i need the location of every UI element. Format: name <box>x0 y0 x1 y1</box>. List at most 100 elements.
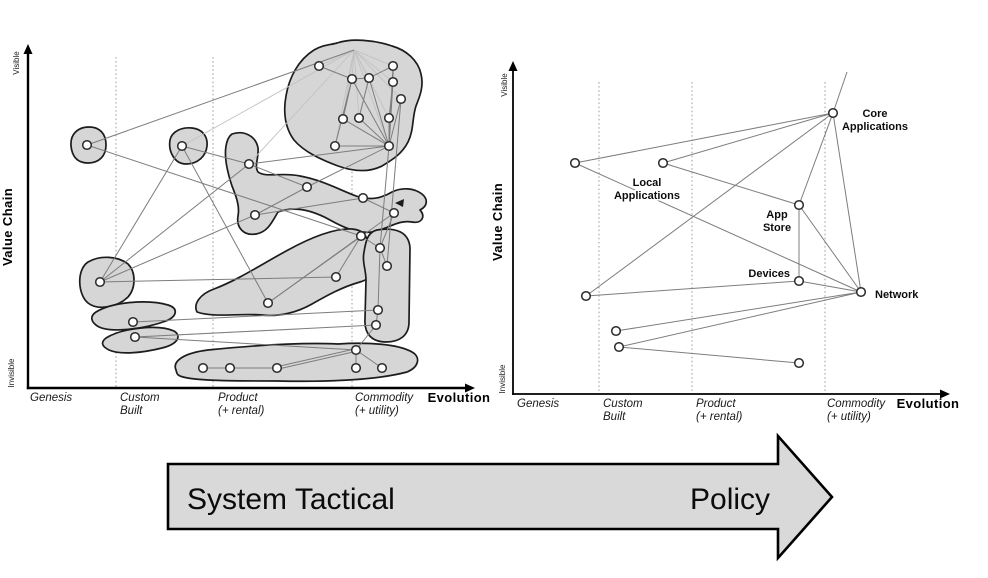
map-node-e2 <box>330 271 342 283</box>
stage-label: (+ utility) <box>827 411 871 423</box>
map-node-n1 <box>580 290 592 302</box>
map-edge <box>248 163 308 188</box>
stage-label: Genesis <box>30 392 72 404</box>
map-edge <box>86 144 362 237</box>
map-edge <box>248 145 390 165</box>
map-node-i1 <box>129 331 141 343</box>
map-edge-double <box>277 350 357 370</box>
map-node-a5 <box>387 76 399 88</box>
map-node-a2 <box>346 73 358 85</box>
map-node-dv <box>793 275 805 287</box>
stage-label: Genesis <box>517 398 559 410</box>
map-edge <box>798 112 834 206</box>
faint-edge <box>353 49 402 100</box>
map-edge <box>99 145 183 283</box>
map-edge <box>99 276 337 283</box>
y-axis-arrowhead <box>23 44 33 54</box>
map-node-h1 <box>127 316 139 328</box>
map-edge <box>798 204 862 293</box>
faint-edge <box>318 49 355 67</box>
cluster-thin-1 <box>91 301 177 331</box>
faint-edge <box>353 49 360 119</box>
map-edge <box>618 291 862 348</box>
faint-edge <box>248 49 355 165</box>
map-node-j5 <box>350 362 362 374</box>
stage-label: Built <box>603 411 626 423</box>
node-label: Core <box>862 108 887 120</box>
map-edge <box>662 112 834 164</box>
map-edge <box>368 77 390 147</box>
map-edge <box>362 197 395 214</box>
map-node-j4 <box>350 344 362 356</box>
cluster-foot <box>195 228 374 317</box>
map-edge <box>386 98 402 267</box>
map-edge <box>585 112 834 297</box>
map-edge <box>351 78 390 147</box>
map-node-f4 <box>370 319 382 331</box>
map-edge <box>254 197 364 216</box>
map-edge <box>134 324 377 338</box>
map-edge <box>574 162 862 293</box>
map-node-j3 <box>271 362 283 374</box>
map-node-b1 <box>81 139 93 151</box>
x-axis-label: Evolution <box>428 390 491 405</box>
node-label: Devices <box>748 268 790 280</box>
map-edge <box>86 49 355 146</box>
y-axis-top-label: Visible <box>500 73 509 97</box>
y-axis-label: Value Chain <box>490 183 505 261</box>
map-edge <box>134 336 357 351</box>
map-edge <box>379 145 390 249</box>
map-edge <box>388 98 402 147</box>
map-edge <box>335 235 362 278</box>
stage-label: (+ rental) <box>696 411 743 423</box>
map-node-a3 <box>363 72 375 84</box>
map-edge <box>358 77 370 119</box>
banner-left-label: System Tactical <box>187 483 395 516</box>
map-node-j6 <box>376 362 388 374</box>
faint-edge <box>353 49 394 83</box>
node-label: Applications <box>842 121 908 133</box>
map-edge <box>99 163 250 283</box>
faint-edge <box>353 49 394 67</box>
faint-edge <box>181 49 355 147</box>
stage-label: Custom <box>603 398 643 410</box>
y-axis-top-label: Visible <box>12 51 21 75</box>
map-node-j1 <box>197 362 209 374</box>
map-edge <box>181 145 269 304</box>
stage-label: (+ utility) <box>355 405 399 417</box>
x-axis-label: Evolution <box>897 396 960 411</box>
y-axis-bottom-label: Invisible <box>7 358 16 387</box>
stage-label: Product <box>696 398 736 410</box>
map-node-b2 <box>176 140 188 152</box>
map-node-d1 <box>301 181 313 193</box>
map-edge <box>99 214 256 283</box>
map-node-c1 <box>243 158 255 170</box>
map-edge <box>358 117 390 147</box>
y-axis-bottom-label: Invisible <box>498 364 507 393</box>
map-edge <box>355 349 383 369</box>
map-node-a1 <box>313 60 325 72</box>
map-node-a10 <box>329 140 341 152</box>
stage-label: Commodity <box>355 392 414 404</box>
faint-edge <box>353 49 390 119</box>
banner-arrow-shape <box>166 432 834 562</box>
map-edge <box>832 112 862 293</box>
stage-label: (+ rental) <box>218 405 265 417</box>
map-edge <box>618 346 800 364</box>
map-edge <box>254 186 308 216</box>
map-node-ca <box>827 107 839 119</box>
y-axis-label: Value Chain <box>0 188 15 266</box>
node-label: App <box>766 209 788 221</box>
map-node-a4 <box>387 60 399 72</box>
node-label: Network <box>875 289 919 301</box>
map-edge <box>585 280 800 297</box>
map-edge <box>181 145 250 165</box>
map-edge <box>306 145 390 188</box>
map-edge-double <box>276 348 356 368</box>
cluster-thin-2 <box>101 326 179 354</box>
map-node-hub <box>383 140 395 152</box>
map-edge <box>615 291 862 332</box>
